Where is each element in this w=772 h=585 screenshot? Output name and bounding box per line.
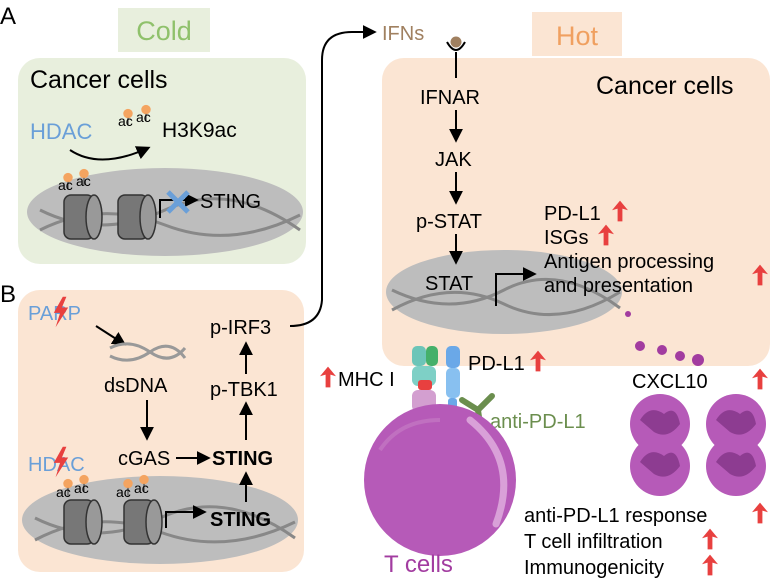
ptbk1-label: p-TBK1 [210,379,278,401]
parp-label: PARP [28,303,81,325]
irf3-ifns-arrow [289,25,377,327]
antigen-line2: and presentation [544,275,693,297]
sting-upper-label: STING [212,448,273,470]
ifns-label: IFNs [382,23,424,45]
t-cell-icon [364,404,516,556]
ac-label: ac [58,177,73,193]
panel-a-letter: A [0,3,16,30]
cold-label-bg [118,8,210,52]
nucleosome-icon [63,194,103,240]
ac-label: ac [136,109,151,125]
mhc-label: MHC I [338,369,395,391]
hot-label: Hot [556,21,599,51]
outcome-item: T cell infiltration [524,531,663,553]
increase-arrow-icon [702,554,718,576]
cold-transcription-arrow [159,193,199,218]
ac-label: ac [134,480,149,496]
immune-cell-icon [706,436,766,496]
cold-hdac: HDAC [30,119,92,144]
ac-label: ac [56,484,71,500]
panel-b-hdac: HDAC [28,454,85,476]
hot-pdl1-label: PD-L1 [544,203,601,225]
hot-label-bg [532,12,622,56]
cold-box-title: Cancer cells [30,66,168,94]
nucleosome-icon [123,499,163,545]
block-x-icon [166,190,190,214]
immune-cell-icon [706,394,766,454]
ac-label: ac [76,173,91,189]
parp-arrow [95,325,127,346]
hdac-arrow [69,146,151,161]
immune-cell-icon [630,436,690,496]
cgas-label: cGAS [118,448,170,470]
anti-pdl1-label: anti-PD-L1 [490,411,586,433]
panel-b-letter: B [0,281,16,308]
cold-label: Cold [136,16,192,46]
stat-label: STAT [425,273,473,295]
ifnar-receptor-icon [446,41,466,51]
increase-arrow-icon [702,528,718,550]
increase-arrow-icon [752,368,768,390]
isgs-label: ISGs [544,227,588,249]
tcells-label: T cells [384,551,453,578]
immune-cell-icon [630,394,690,454]
increase-arrow-icon [752,502,768,524]
dsdna-label: dsDNA [104,375,168,397]
sting-lower-label: STING [210,509,271,531]
nucleosome-icon [63,499,103,545]
ac-label: ac [116,484,131,500]
pstat-label: p-STAT [416,211,482,233]
hot-box-title: Cancer cells [596,72,734,100]
outcome-item: Immunogenicity [524,557,664,579]
increase-arrow-icon [320,366,336,388]
ifn-ligand-icon [450,36,462,48]
dsdna-icon [109,342,187,362]
pirf3-label: p-IRF3 [210,317,271,339]
ac-label: ac [74,480,89,496]
hot-transcription-arrow [495,267,537,306]
pdl1-membrane-label: PD-L1 [468,353,525,375]
panel-b-transcription-arrow [165,505,207,528]
cxcl10-label: CXCL10 [632,371,708,393]
cold-sting: STING [200,191,261,213]
cxcl10-chemokine-dots [625,311,704,366]
outcome-item: anti-PD-L1 response [524,505,707,527]
jak-label: JAK [435,149,472,171]
antigen-line1: Antigen processing [544,251,714,273]
hot-nucleus [386,250,622,334]
nucleosome-icon [117,194,157,240]
ac-label: ac [118,113,133,129]
ifnar-label: IFNAR [420,87,480,109]
h3k9ac-label: H3K9ac [162,119,237,142]
